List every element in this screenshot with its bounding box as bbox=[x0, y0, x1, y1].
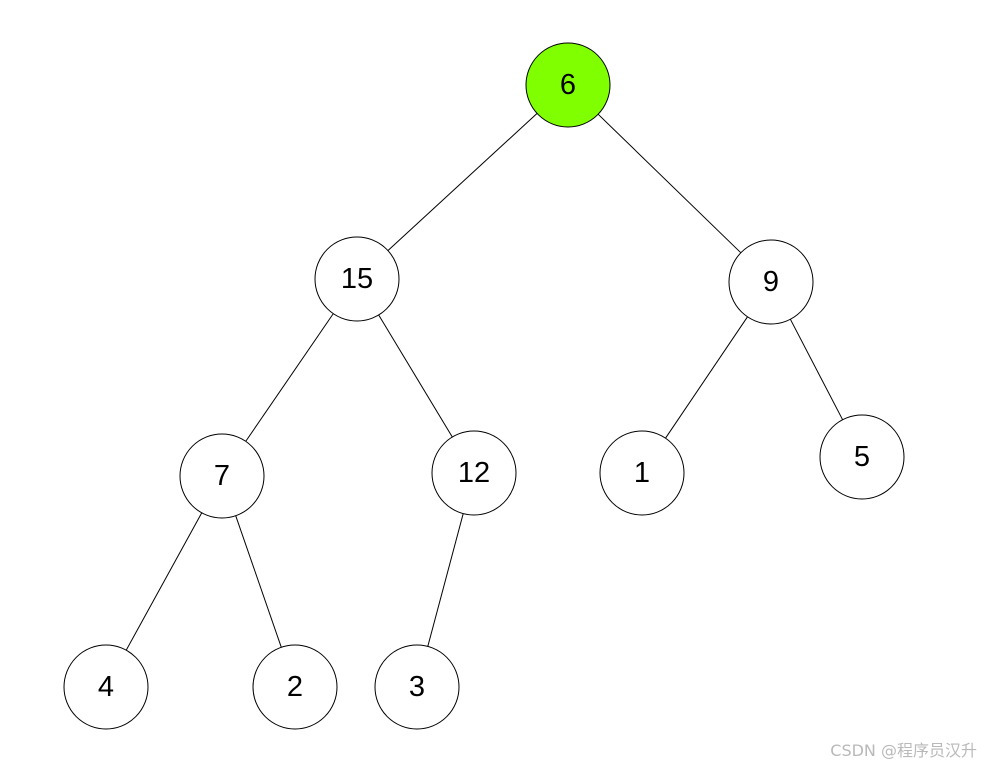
tree-node-label: 3 bbox=[409, 671, 425, 703]
tree-node-label: 5 bbox=[854, 441, 870, 473]
tree-node-15: 15 bbox=[314, 236, 400, 322]
tree-edge-6-9 bbox=[597, 113, 742, 254]
tree-node-label: 9 bbox=[763, 266, 779, 298]
tree-node-label: 4 bbox=[98, 671, 114, 703]
tree-node-label: 15 bbox=[341, 263, 373, 295]
tree-node-circle bbox=[728, 239, 814, 325]
tree-edge-7-2 bbox=[235, 515, 282, 648]
tree-node-5: 5 bbox=[819, 414, 905, 500]
tree-node-circle bbox=[63, 644, 149, 730]
tree-node-9: 9 bbox=[728, 239, 814, 325]
tree-node-7: 7 bbox=[179, 433, 265, 519]
tree-edge-12-3 bbox=[427, 513, 464, 647]
tree-node-label: 6 bbox=[560, 69, 576, 101]
tree-node-label: 1 bbox=[634, 457, 650, 489]
tree-node-circle bbox=[252, 644, 338, 730]
tree-node-6: 6 bbox=[525, 42, 611, 128]
csdn-watermark: CSDN @程序员汉升 bbox=[830, 741, 977, 760]
tree-node-circle bbox=[179, 433, 265, 519]
tree-edges bbox=[125, 113, 844, 651]
tree-edge-7-4 bbox=[125, 512, 203, 651]
tree-node-circle bbox=[819, 414, 905, 500]
tree-node-circle bbox=[525, 42, 611, 128]
tree-edge-15-12 bbox=[378, 314, 453, 438]
tree-node-12: 12 bbox=[431, 430, 517, 516]
tree-edge-9-1 bbox=[665, 316, 748, 439]
tree-node-4: 4 bbox=[63, 644, 149, 730]
tree-node-label: 7 bbox=[214, 460, 230, 492]
tree-node-2: 2 bbox=[252, 644, 338, 730]
tree-edge-15-7 bbox=[245, 313, 334, 442]
tree-node-circle bbox=[431, 430, 517, 516]
tree-node-circle bbox=[374, 644, 460, 730]
tree-edge-9-5 bbox=[789, 319, 844, 420]
tree-node-circle bbox=[314, 236, 400, 322]
tree-node-label: 12 bbox=[458, 457, 490, 489]
tree-edge-6-15 bbox=[387, 113, 538, 251]
tree-node-label: 2 bbox=[287, 671, 303, 703]
tree-node-circle bbox=[599, 430, 685, 516]
tree-node-3: 3 bbox=[374, 644, 460, 730]
tree-node-1: 1 bbox=[599, 430, 685, 516]
